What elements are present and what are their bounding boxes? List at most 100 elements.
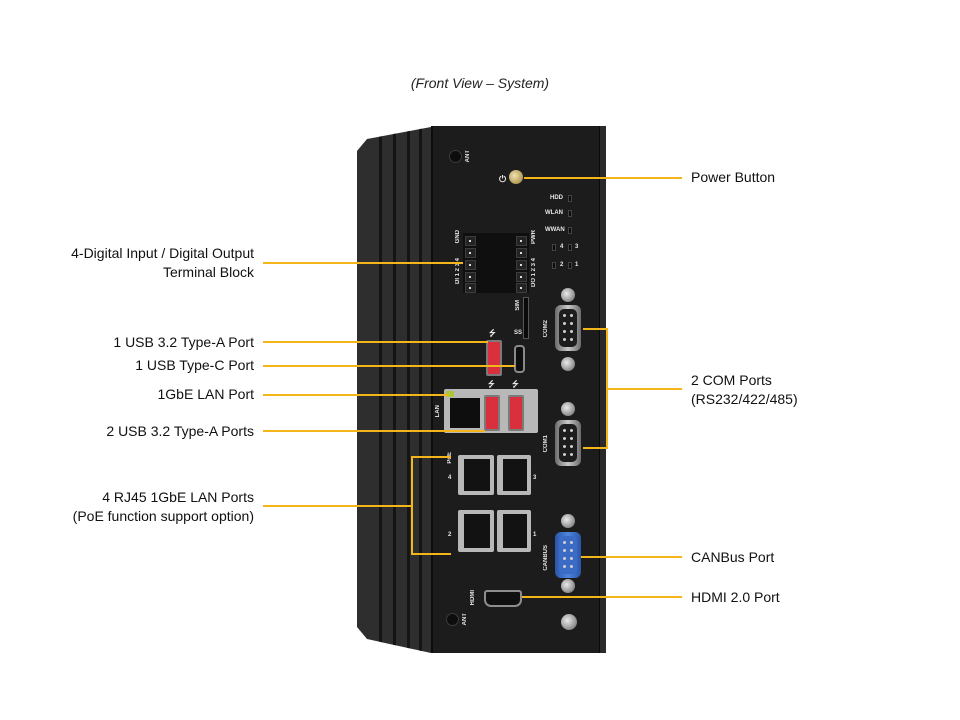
label-led-4: 4 xyxy=(560,244,564,250)
callout-text: (RS232/422/485) xyxy=(691,391,798,407)
usb-ss-icon: SS xyxy=(514,330,523,336)
label-port-2: 2 xyxy=(448,532,452,538)
callout-line-usb-a-double xyxy=(263,430,485,432)
callout-bracket-rj45 xyxy=(411,456,413,554)
callout-text: 2 USB 3.2 Type-A Ports xyxy=(106,423,254,439)
callout-line-dio xyxy=(263,262,463,264)
callout-text: HDMI 2.0 Port xyxy=(691,589,780,605)
callout-text: Terminal Block xyxy=(162,264,254,280)
rj45-port-1[interactable] xyxy=(497,510,531,552)
label-ant-bottom: ANT xyxy=(462,613,468,626)
callout-line-power xyxy=(524,177,682,179)
com1-port[interactable] xyxy=(555,420,581,466)
led-2 xyxy=(552,262,556,269)
label-port-3: 3 xyxy=(533,475,537,481)
hdd-led xyxy=(568,195,572,202)
label-port-1: 1 xyxy=(533,532,537,538)
label-lan: LAN xyxy=(435,405,441,418)
usb-icon: ⭍ xyxy=(512,380,519,389)
callout-canbus-port: CANBus Port xyxy=(691,548,774,567)
rj45-port-2[interactable] xyxy=(458,510,494,552)
dio-terminal-block[interactable] xyxy=(463,233,529,293)
com2-screw-top xyxy=(561,288,575,302)
label-pwr: PWR xyxy=(531,230,537,244)
label-port-4: 4 xyxy=(448,475,452,481)
label-led-2: 2 xyxy=(560,262,564,268)
usb-a-port-dual-2[interactable] xyxy=(508,395,524,431)
lan-link-led xyxy=(446,391,454,397)
power-button[interactable] xyxy=(509,170,523,184)
label-com1: COM1 xyxy=(543,435,549,453)
canbus-screw-top xyxy=(561,514,575,528)
label-wlan: WLAN xyxy=(545,210,563,216)
chassis-side-heatsink xyxy=(357,127,431,653)
rj45-port-3[interactable] xyxy=(497,455,531,495)
callout-com-ports: 2 COM Ports (RS232/422/485) xyxy=(691,371,798,409)
front-panel-edge xyxy=(599,126,606,653)
callout-line-hdmi xyxy=(522,596,682,598)
callout-hdmi-port: HDMI 2.0 Port xyxy=(691,588,780,607)
led-3 xyxy=(568,244,572,251)
callout-power-button: Power Button xyxy=(691,168,775,187)
callout-bracket-rj45-bottom xyxy=(411,553,451,555)
led-1 xyxy=(568,262,572,269)
label-com2: COM2 xyxy=(543,320,549,338)
callout-text: CANBus Port xyxy=(691,549,775,565)
usb-a-port-dual-1[interactable] xyxy=(484,395,500,431)
lan-1gbe-port[interactable] xyxy=(450,398,480,428)
label-led-3: 3 xyxy=(575,244,579,250)
callout-bracket-com-top xyxy=(583,328,607,330)
callout-text: Power Button xyxy=(691,169,776,185)
usb-a-port-single[interactable] xyxy=(486,340,502,376)
callout-text: 1 USB 3.2 Type-A Port xyxy=(113,334,254,350)
label-wwan: WWAN xyxy=(545,227,565,233)
callout-line-canbus xyxy=(581,556,682,558)
callout-bracket-com-bottom xyxy=(583,447,607,449)
rj45-port-4[interactable] xyxy=(458,455,494,495)
sim-slot[interactable] xyxy=(523,297,529,339)
antenna-hole-bottom xyxy=(446,613,459,626)
callout-line-rj45 xyxy=(263,505,412,507)
callout-text: 2 COM Ports xyxy=(691,372,772,388)
callout-text: 4 RJ45 1GbE LAN Ports xyxy=(102,489,254,505)
callout-text: (PoE function support option) xyxy=(72,508,254,524)
callout-usb-c: 1 USB Type-C Port xyxy=(135,356,254,375)
callout-text: 4-Digital Input / Digital Output xyxy=(71,245,254,261)
callout-text: 1 USB Type-C Port xyxy=(135,357,254,373)
callout-usb-a-single: 1 USB 3.2 Type-A Port xyxy=(113,333,254,352)
ground-screw xyxy=(561,614,577,630)
usb-icon: ⭍ xyxy=(489,329,496,338)
callout-line-usb-a-single xyxy=(263,341,488,343)
label-do: DO 1 2 3 4 xyxy=(531,258,537,288)
com2-port[interactable] xyxy=(555,305,581,351)
power-symbol-icon: ⏻ xyxy=(499,174,507,184)
callout-text: 1GbE LAN Port xyxy=(157,386,255,402)
usb-icon: ⭍ xyxy=(488,380,495,389)
label-gnd: GND xyxy=(455,230,461,244)
callout-line-lan xyxy=(263,394,449,396)
canbus-port[interactable] xyxy=(555,532,581,578)
com1-screw-top xyxy=(561,402,575,416)
led-4 xyxy=(552,244,556,251)
wwan-led xyxy=(568,227,572,234)
label-canbus: CANBUS xyxy=(543,545,549,571)
label-hdd: HDD xyxy=(550,195,563,201)
label-sim: SIM xyxy=(515,300,521,311)
callout-line-usb-c xyxy=(263,365,515,367)
callout-lan-1gbe: 1GbE LAN Port xyxy=(158,385,255,404)
label-ant-top: ANT xyxy=(465,150,471,163)
canbus-screw-bottom xyxy=(561,579,575,593)
callout-rj45-ports: 4 RJ45 1GbE LAN Ports (PoE function supp… xyxy=(73,488,254,526)
callout-usb-a-double: 2 USB 3.2 Type-A Ports xyxy=(106,422,254,441)
antenna-hole-top xyxy=(449,150,462,163)
callout-line-com xyxy=(606,388,682,390)
hdmi-port[interactable] xyxy=(484,590,522,607)
label-hdmi: HDMI xyxy=(470,590,476,606)
callout-dio-terminal-block: 4-Digital Input / Digital Output Termina… xyxy=(71,244,254,282)
wlan-led xyxy=(568,210,572,217)
figure-caption: (Front View – System) xyxy=(410,75,550,91)
usb-c-port[interactable] xyxy=(514,345,525,373)
callout-bracket-rj45-top xyxy=(411,456,451,458)
label-led-1: 1 xyxy=(575,262,579,268)
com2-screw-bottom xyxy=(561,357,575,371)
